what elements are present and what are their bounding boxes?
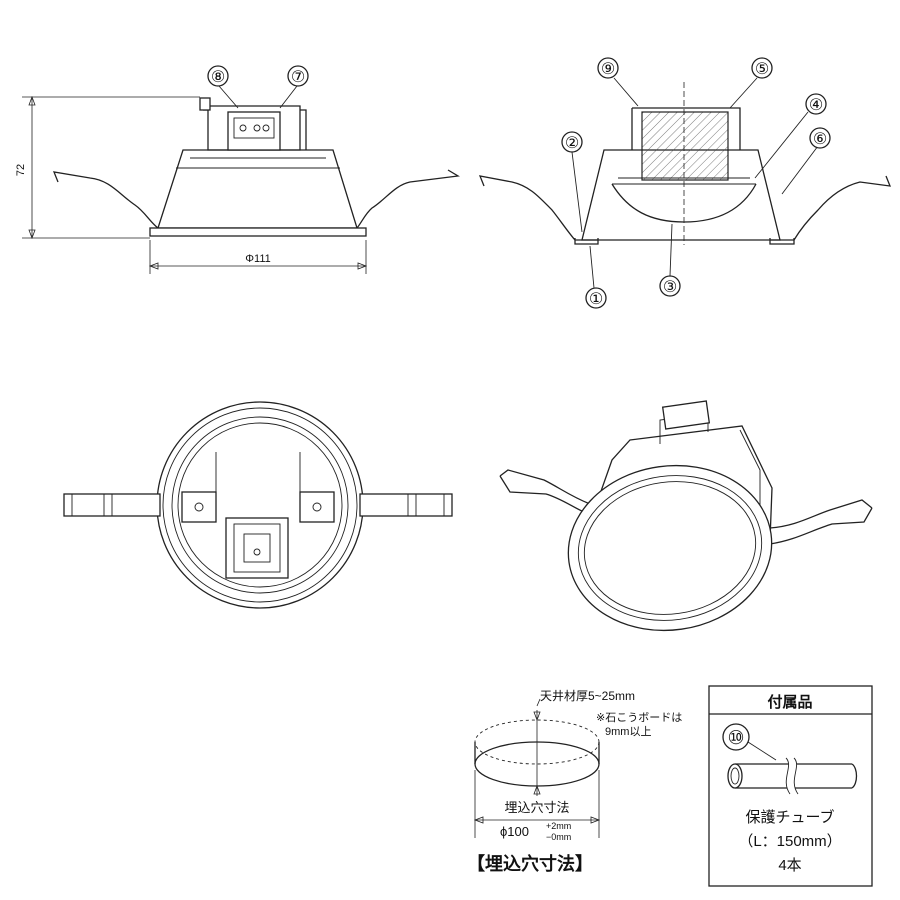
callout-6: ⑥ [813,131,827,148]
flange [149,227,367,237]
accessory-number: ⑩ [727,728,744,749]
accessory-length: （L：150mm） [738,833,841,850]
accessory-name: 保護チューブ [745,808,834,826]
top-view [63,401,453,609]
callout-2: ② [565,135,579,152]
iso-view [499,400,873,632]
callout-1: ① [589,291,603,308]
callout-4: ④ [809,97,823,114]
callout-7: ⑦ [291,69,305,86]
callout-5: ⑤ [755,61,769,78]
gypsum-note-line2: 9mm以上 [605,725,651,738]
callout-3: ③ [663,279,677,296]
accessory-quantity: 4本 [778,857,801,874]
section-view: ⑨ ⑤ ④ ② ⑥ ① ③ [478,57,892,309]
diameter-dimension: Φ111 [245,253,271,265]
grounding-screw [199,97,211,111]
cutout-title: 【埋込穴寸法】 [467,853,593,874]
side-view: 72 Φ111 ⑧ ⑦ [15,65,460,274]
trim-ring [567,464,773,632]
ceiling-cutout-diagram: 天井材厚5~25mm ※石こうボードは 9mm以上 埋込穴寸法 ϕ100 +2m… [467,689,682,874]
driver-unit [641,111,729,181]
cutout-size-label: 埋込穴寸法 [504,800,569,815]
cutout-diameter: ϕ100 [500,824,529,839]
tolerance-minus: −0mm [546,832,571,842]
accessories-box: 付属品 ⑩ 保護チューブ （L：150mm） 4本 [708,685,873,887]
tolerance-plus: +2mm [546,821,571,831]
height-dimension: 72 [15,164,27,176]
callout-9: ⑨ [601,61,615,78]
callout-8: ⑧ [211,69,225,86]
gypsum-note-line1: ※石こうボードは [596,711,682,724]
ceiling-thickness-label: 天井材厚5~25mm [540,689,635,703]
accessories-header: 付属品 [767,693,812,711]
